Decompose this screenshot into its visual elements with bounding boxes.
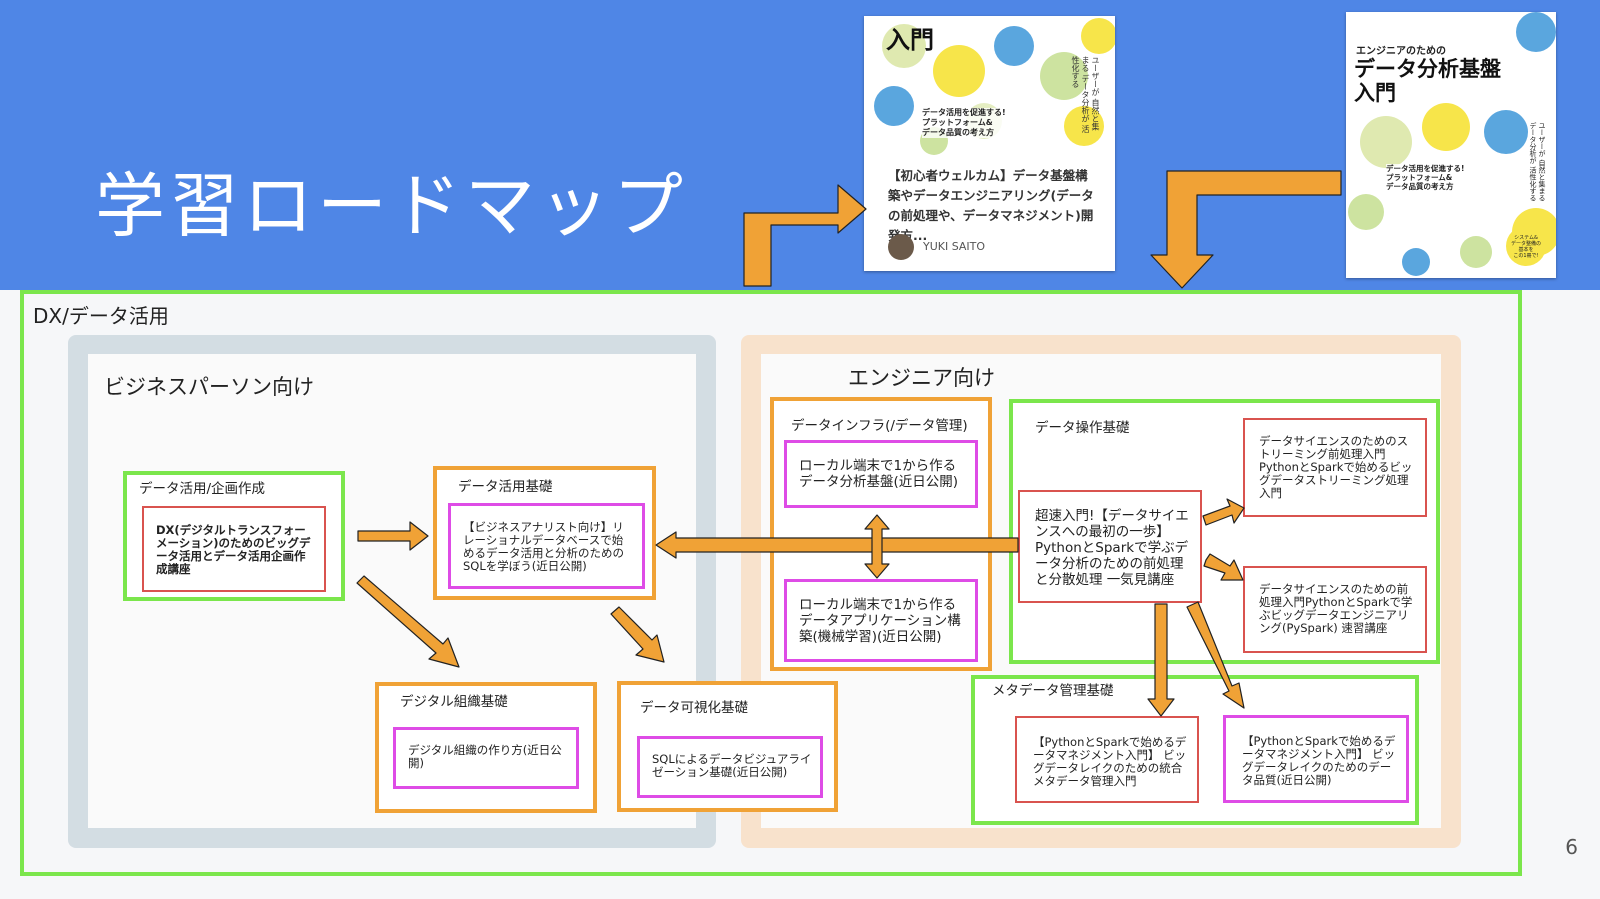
author-name: YUKI SAITO [923,240,986,253]
course-title[interactable]: 【初心者ウェルカム】データ基盤構築やデータエンジニアリング(データの前処理や、デ… [888,168,1094,243]
meta-course-1-text: 【PythonとSparkで始めるデータマネジメント入門】 ビッグデータレイクの… [1033,735,1187,788]
infra-course-2-text: ローカル端末で1から作るデータアプリケーション構築(機械学習)(近日公開) [799,597,961,645]
ops-pre-course[interactable]: データサイエンスのための前処理入門PythonとSparkで学ぶビッグデータエン… [1243,566,1427,653]
viz-label: データ可視化基礎 [640,700,748,716]
meta-label: メタデータ管理基礎 [992,683,1114,699]
author-avatar [888,234,914,260]
infra-course-1-text: ローカル端末で1から作るデータ分析基盤(近日公開) [799,458,959,490]
book-cover: エンジニアのための データ分析基盤 入門 データ活用を促進する! プラットフォー… [1346,12,1556,278]
ops-stream-course[interactable]: データサイエンスのためのストリーミング前処理入門 PythonとSparkで始め… [1243,418,1427,517]
org-label: デジタル組織基礎 [400,694,508,710]
infra-label: データインフラ(/データ管理) [791,418,968,434]
business-label: ビジネスパーソン向け [104,375,314,399]
viz-course-text: SQLによるデータビジュアライゼーション基礎(近日公開) [652,752,812,779]
book-title: データ分析基盤 入門 [1354,57,1501,105]
book-blurb: データ活用を促進する! プラットフォーム& データ品質の考え方 [1386,164,1465,191]
cover-vertical-text: ユーザーが 自然と集まる データ分析が 活性化する [1071,56,1100,134]
viz-course[interactable]: SQLによるデータビジュアライゼーション基礎(近日公開) [637,736,823,798]
dx-frame [20,290,1522,876]
cover-title: 入門 [886,26,934,54]
org-course-text: デジタル組織の作り方(近日公開) [408,743,562,770]
book-vertical-text: ユーザーが 自然と集まる データ分析が 活性化する [1529,122,1546,202]
org-course[interactable]: デジタル組織の作り方(近日公開) [393,727,579,789]
dx-label: DX/データ活用 [33,304,169,328]
foundation-course-text: 【ビジネスアナリスト向け】リレーショナルデータベースで始めるデータ活用と分析のた… [463,520,624,573]
planning-label: データ活用/企画作成 [139,481,266,497]
book-badge: システム& データ整備の 基本を この1冊で! [1506,226,1546,266]
ops-main-course[interactable]: 超速入門!【データサイエンスへの最初の一歩】PythonとSparkで学ぶデータ… [1018,490,1202,603]
foundation-label: データ活用基礎 [458,479,553,495]
cover-blurb: データ活用を促進する! プラットフォーム& データ品質の考え方 [922,108,1006,138]
cover-pattern [864,16,1115,156]
planning-course-text: DX(デジタルトランスフォーメーション)のためのビッグデータ活用とデータ活用企画… [156,523,311,576]
engineer-label: エンジニア向け [848,366,995,390]
ops-stream-course-text: データサイエンスのためのストリーミング前処理入門 PythonとSparkで始め… [1259,434,1413,500]
ops-label: データ操作基礎 [1035,420,1130,436]
book-subtitle: エンジニアのための [1356,46,1446,57]
infra-course-2[interactable]: ローカル端末で1から作るデータアプリケーション構築(機械学習)(近日公開) [784,579,978,662]
ops-pre-course-text: データサイエンスのための前処理入門PythonとSparkで学ぶビッグデータエン… [1259,582,1413,635]
infra-course-1[interactable]: ローカル端末で1から作るデータ分析基盤(近日公開) [784,440,978,508]
page-number: 6 [1565,835,1578,859]
course-card[interactable]: 入門 データ活用を促進する! プラットフォーム& データ品質の考え方 ユーザーが… [864,16,1115,271]
meta-course-2[interactable]: 【PythonとSparkで始めるデータマネジメント入門】 ビッグデータレイクの… [1223,715,1409,803]
planning-course[interactable]: DX(デジタルトランスフォーメーション)のためのビッグデータ活用とデータ活用企画… [142,506,326,592]
ops-main-course-text: 超速入門!【データサイエンスへの最初の一歩】PythonとSparkで学ぶデータ… [1035,508,1189,588]
slide-title: 学習ロードマップ [95,165,687,247]
meta-course-2-text: 【PythonとSparkで始めるデータマネジメント入門】 ビッグデータレイクの… [1242,734,1396,787]
foundation-course[interactable]: 【ビジネスアナリスト向け】リレーショナルデータベースで始めるデータ活用と分析のた… [448,503,645,589]
meta-course-1[interactable]: 【PythonとSparkで始めるデータマネジメント入門】 ビッグデータレイクの… [1015,716,1199,803]
